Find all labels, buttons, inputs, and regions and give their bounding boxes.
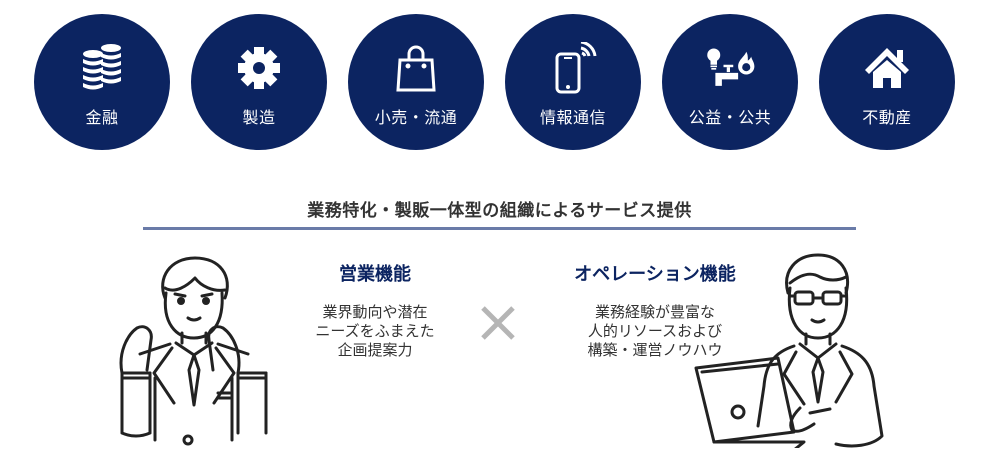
industry-label: 製造 xyxy=(242,108,276,127)
operations-function-description: 業務経験が豊富な 人的リソースおよび 構築・運営ノウハウ xyxy=(587,303,723,359)
divider xyxy=(143,227,856,230)
smartphone-signal-icon xyxy=(547,42,599,94)
operations-function: オペレーション機能 業務経験が豊富な 人的リソースおよび 構築・運営ノウハウ xyxy=(540,260,770,360)
times-icon xyxy=(480,305,516,341)
industry-real-estate: 不動産 xyxy=(819,14,955,150)
industry-label: 公益・公共 xyxy=(688,108,772,127)
industry-label: 情報通信 xyxy=(539,108,606,127)
operations-person-illustration xyxy=(690,248,900,452)
gear-icon xyxy=(233,42,285,94)
sales-function-description: 業界動向や潜在 ニーズをふまえた 企画提案力 xyxy=(315,303,435,359)
shopping-bag-icon xyxy=(390,42,442,94)
industry-list: 金融 製造 xyxy=(34,14,955,150)
industry-telecom: 情報通信 xyxy=(505,14,641,150)
industry-manufacturing: 製造 xyxy=(191,14,327,150)
industry-label: 小売・流通 xyxy=(374,108,458,127)
utilities-icon xyxy=(704,42,756,94)
sales-function: 営業機能 業界動向や潜在 ニーズをふまえた 企画提案力 xyxy=(270,260,480,360)
industry-retail: 小売・流通 xyxy=(348,14,484,150)
industry-public-utilities: 公益・公共 xyxy=(662,14,798,150)
sales-person-illustration xyxy=(110,248,280,452)
operations-function-title: オペレーション機能 xyxy=(574,264,736,285)
headline: 業務特化・製販一体型の組織によるサービス提供 xyxy=(307,201,692,221)
coins-icon xyxy=(76,42,128,94)
sales-function-title: 営業機能 xyxy=(339,264,411,285)
industry-label: 金融 xyxy=(85,108,119,127)
house-icon xyxy=(861,42,913,94)
industry-label: 不動産 xyxy=(862,108,912,127)
industry-finance: 金融 xyxy=(34,14,170,150)
